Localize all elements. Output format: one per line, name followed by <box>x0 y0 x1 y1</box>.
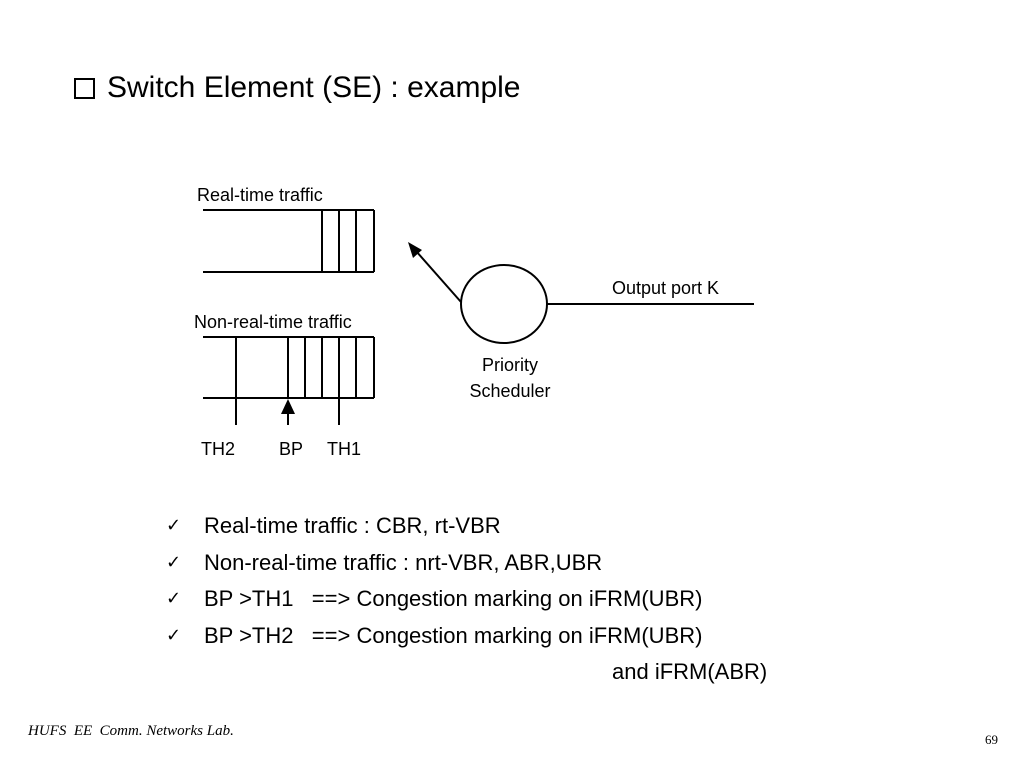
checkmark-icon: ✓ <box>166 551 182 573</box>
bullet-item: ✓ BP >TH2 ==> Congestion marking on iFRM… <box>166 618 702 655</box>
slide-title: Switch Element (SE) : example <box>74 68 520 108</box>
scheduler-label-line2: Scheduler <box>469 381 550 401</box>
scheduler-arrow-icon <box>408 242 462 303</box>
bp-arrow-icon <box>281 399 295 425</box>
bullet-item: ✓ Real-time traffic : CBR, rt-VBR <box>166 508 702 545</box>
bullet-text: Real-time traffic : CBR, rt-VBR <box>204 513 501 538</box>
nonrealtime-label: Non-real-time traffic <box>194 312 352 332</box>
checkmark-icon: ✓ <box>166 515 182 536</box>
bullet-text: BP >TH2 ==> Congestion marking on iFRM(U… <box>204 622 703 648</box>
th2-label: TH2 <box>201 439 235 459</box>
bullet-item: ✓ BP >TH1 ==> Congestion marking on iFRM… <box>166 581 702 618</box>
square-bullet-icon <box>74 77 95 99</box>
page-number: 69 <box>985 732 998 747</box>
bullet-text: BP >TH1 ==> Congestion marking on iFRM(U… <box>204 586 703 611</box>
realtime-queue <box>203 209 375 273</box>
realtime-label: Real-time traffic <box>197 185 323 205</box>
bullet-item: ✓ Non-real-time traffic : nrt-VBR, ABR,U… <box>166 545 702 582</box>
output-port-label: Output port K <box>612 278 719 298</box>
bp-label: BP <box>279 439 303 459</box>
priority-scheduler-circle <box>460 264 548 344</box>
footer-lab-name: HUFS EE Comm. Networks Lab. <box>28 723 234 739</box>
th1-label: TH1 <box>327 439 361 459</box>
scheduler-label-line1: Priority <box>482 355 538 375</box>
nonrealtime-queue <box>203 336 375 399</box>
bullet-continuation: and iFRM(ABR) <box>612 659 768 684</box>
bullet-list: ✓ Real-time traffic : CBR, rt-VBR ✓ Non-… <box>166 508 702 654</box>
checkmark-icon: ✓ <box>166 624 182 646</box>
checkmark-icon: ✓ <box>166 588 182 609</box>
bullet-text: Non-real-time traffic : nrt-VBR, ABR,UBR <box>204 549 603 575</box>
slide-title-text: Switch Element (SE) : example <box>107 71 521 104</box>
